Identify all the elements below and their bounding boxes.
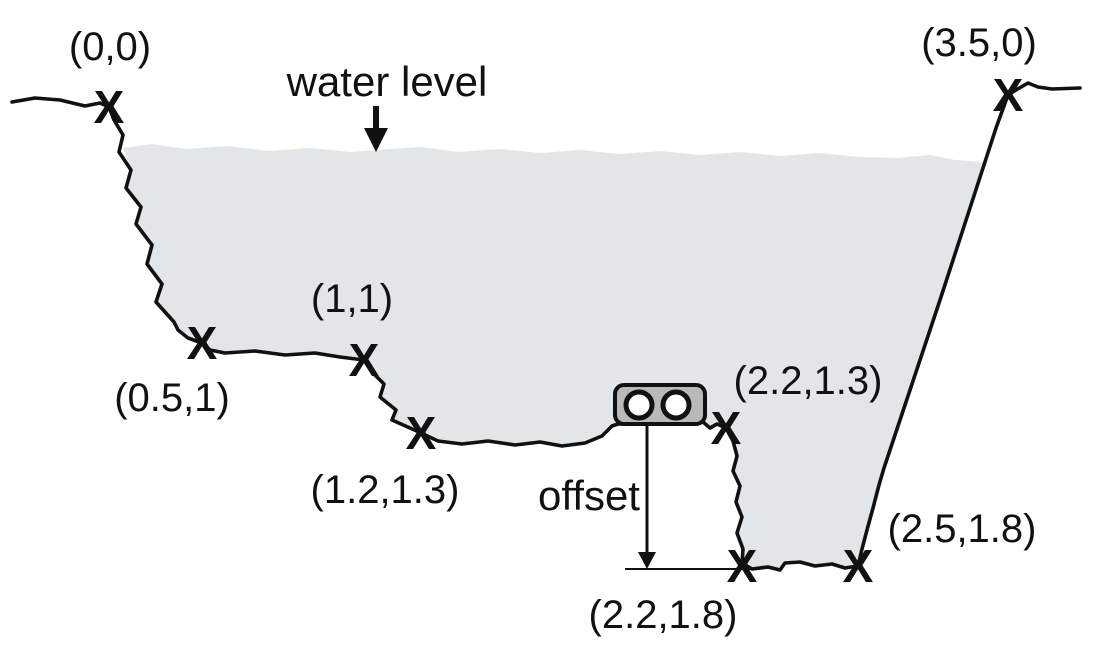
channel-bed-outline <box>10 81 1082 572</box>
coordinate-label-2p2-1p3: (2.2,1.3) <box>734 359 883 403</box>
coordinate-label-2p2-1p8: (2.2,1.8) <box>589 593 738 637</box>
survey-marker-1p2-1p3: X <box>406 407 437 459</box>
water-body <box>123 144 985 570</box>
survey-marker-2p2-1p8: X <box>727 540 758 592</box>
survey-marker-0-0: X <box>94 81 125 133</box>
coordinate-label-3p5-0: (3.5,0) <box>921 21 1037 65</box>
coordinate-label-1p2-1p3: (1.2,1.3) <box>311 468 460 512</box>
sensor-eye-left-icon <box>623 389 655 421</box>
survey-marker-2p2-1p3: X <box>711 402 742 454</box>
coordinate-label-2p5-1p8: (2.5,1.8) <box>888 507 1037 551</box>
offset-arrow-head <box>638 552 656 569</box>
survey-marker-1-1: X <box>349 334 380 386</box>
coordinate-label-0-0: (0,0) <box>69 25 151 69</box>
survey-marker-0p5-1: X <box>187 317 218 369</box>
survey-marker-2p5-1p8: X <box>843 540 874 592</box>
water-level-label: water level <box>286 58 488 105</box>
coordinate-label-0p5-1: (0.5,1) <box>114 376 230 420</box>
coordinate-label-1-1: (1,1) <box>311 277 393 321</box>
sensor-eye-right-icon <box>660 389 692 421</box>
survey-marker-3p5-0: X <box>993 69 1024 121</box>
water-level-arrow-head <box>364 128 388 152</box>
offset-label: offset <box>538 472 640 519</box>
